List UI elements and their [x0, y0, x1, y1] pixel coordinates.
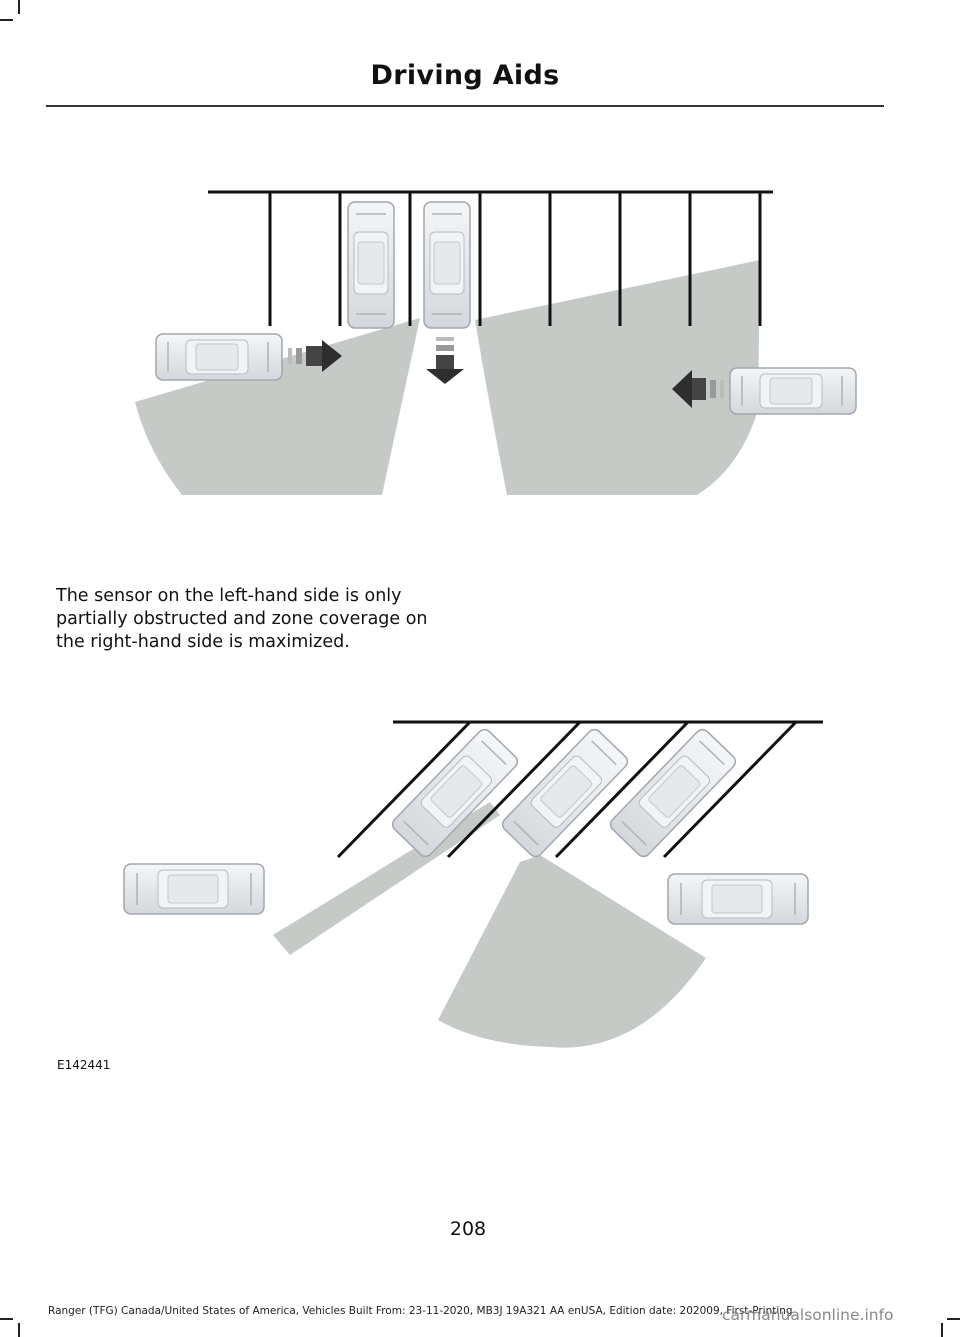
page-number: 208: [449, 1218, 487, 1240]
footer-text: Ranger (TFG) Canada/United States of Ame…: [48, 1305, 793, 1317]
crop-mark: [947, 1318, 960, 1320]
parked-car: [607, 725, 739, 861]
approaching-car-right: [729, 367, 857, 415]
crop-mark: [0, 19, 13, 21]
right-sensor-zone: [438, 855, 706, 1048]
crop-mark: [0, 1318, 13, 1320]
figure-id: E142441: [57, 1058, 111, 1072]
passing-car-left: [123, 863, 265, 915]
stall-dividers: [268, 192, 762, 326]
approaching-car-left: [155, 333, 283, 381]
crop-mark: [18, 0, 20, 14]
stall-dividers: [336, 720, 798, 859]
left-sensor-zone: [135, 318, 420, 495]
perpendicular-parking-figure: [135, 190, 857, 495]
reversing-car: [499, 725, 631, 861]
crop-mark: [941, 1323, 943, 1337]
caption-text: The sensor on the left-hand side is only…: [56, 586, 428, 652]
right-sensor-zone: [475, 260, 760, 495]
page-title: Driving Aids: [370, 60, 560, 91]
crop-mark: [18, 1323, 20, 1337]
arrow-right-icon: [288, 340, 342, 372]
arrow-down-icon: [426, 337, 464, 384]
watermark: carmanualsonline.info: [722, 1306, 894, 1324]
arrow-left-icon: [672, 370, 724, 408]
passing-car-right: [667, 873, 809, 925]
reversing-car: [423, 201, 471, 329]
parked-car: [347, 201, 395, 329]
left-sensor-zone: [273, 802, 500, 955]
angled-parking-figure: [123, 720, 823, 1048]
header-divider: [46, 105, 884, 107]
